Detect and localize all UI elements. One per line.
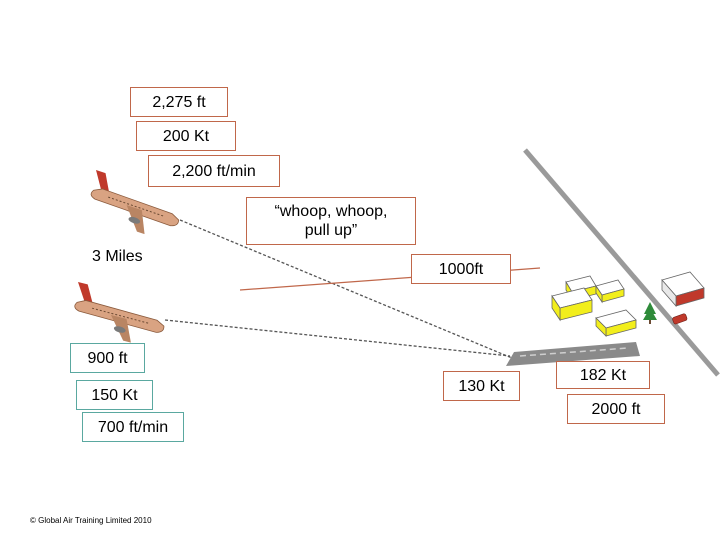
car-icon (672, 313, 688, 325)
touchdown-speed-label: 130 Kt (443, 371, 520, 401)
copyright-text: © Global Air Training Limited 2010 (30, 516, 152, 525)
runway-centerline (519, 347, 629, 357)
building-icon (595, 279, 625, 304)
warning-line-2: pull up” (304, 222, 358, 239)
altitude-upper-label: 2,275 ft (130, 87, 228, 117)
warning-line-1: “whoop, whoop, (274, 203, 388, 220)
road (523, 148, 720, 377)
speed-upper-label: 200 Kt (136, 121, 236, 151)
runway (506, 342, 640, 366)
descent-lower-label: 700 ft/min (82, 412, 184, 442)
building-icon (551, 287, 593, 322)
aircraft-icon (90, 170, 180, 235)
warning-callout: “whoop, whoop, pull up” (246, 197, 416, 245)
runway-distance-label: 2000 ft (567, 394, 665, 424)
altitude-lower-label: 900 ft (70, 343, 145, 373)
runway-speed-label: 182 Kt (556, 361, 650, 389)
distance-label: 3 Miles (92, 248, 143, 265)
threshold-height-label: 1000ft (411, 254, 511, 284)
speed-lower-label: 150 Kt (76, 380, 153, 410)
building-icon (661, 271, 705, 308)
tree-icon (643, 302, 657, 324)
lower-flight-path (164, 319, 511, 357)
aircraft-icon (74, 282, 165, 343)
descent-upper-label: 2,200 ft/min (148, 155, 280, 187)
building-icon (595, 309, 637, 337)
